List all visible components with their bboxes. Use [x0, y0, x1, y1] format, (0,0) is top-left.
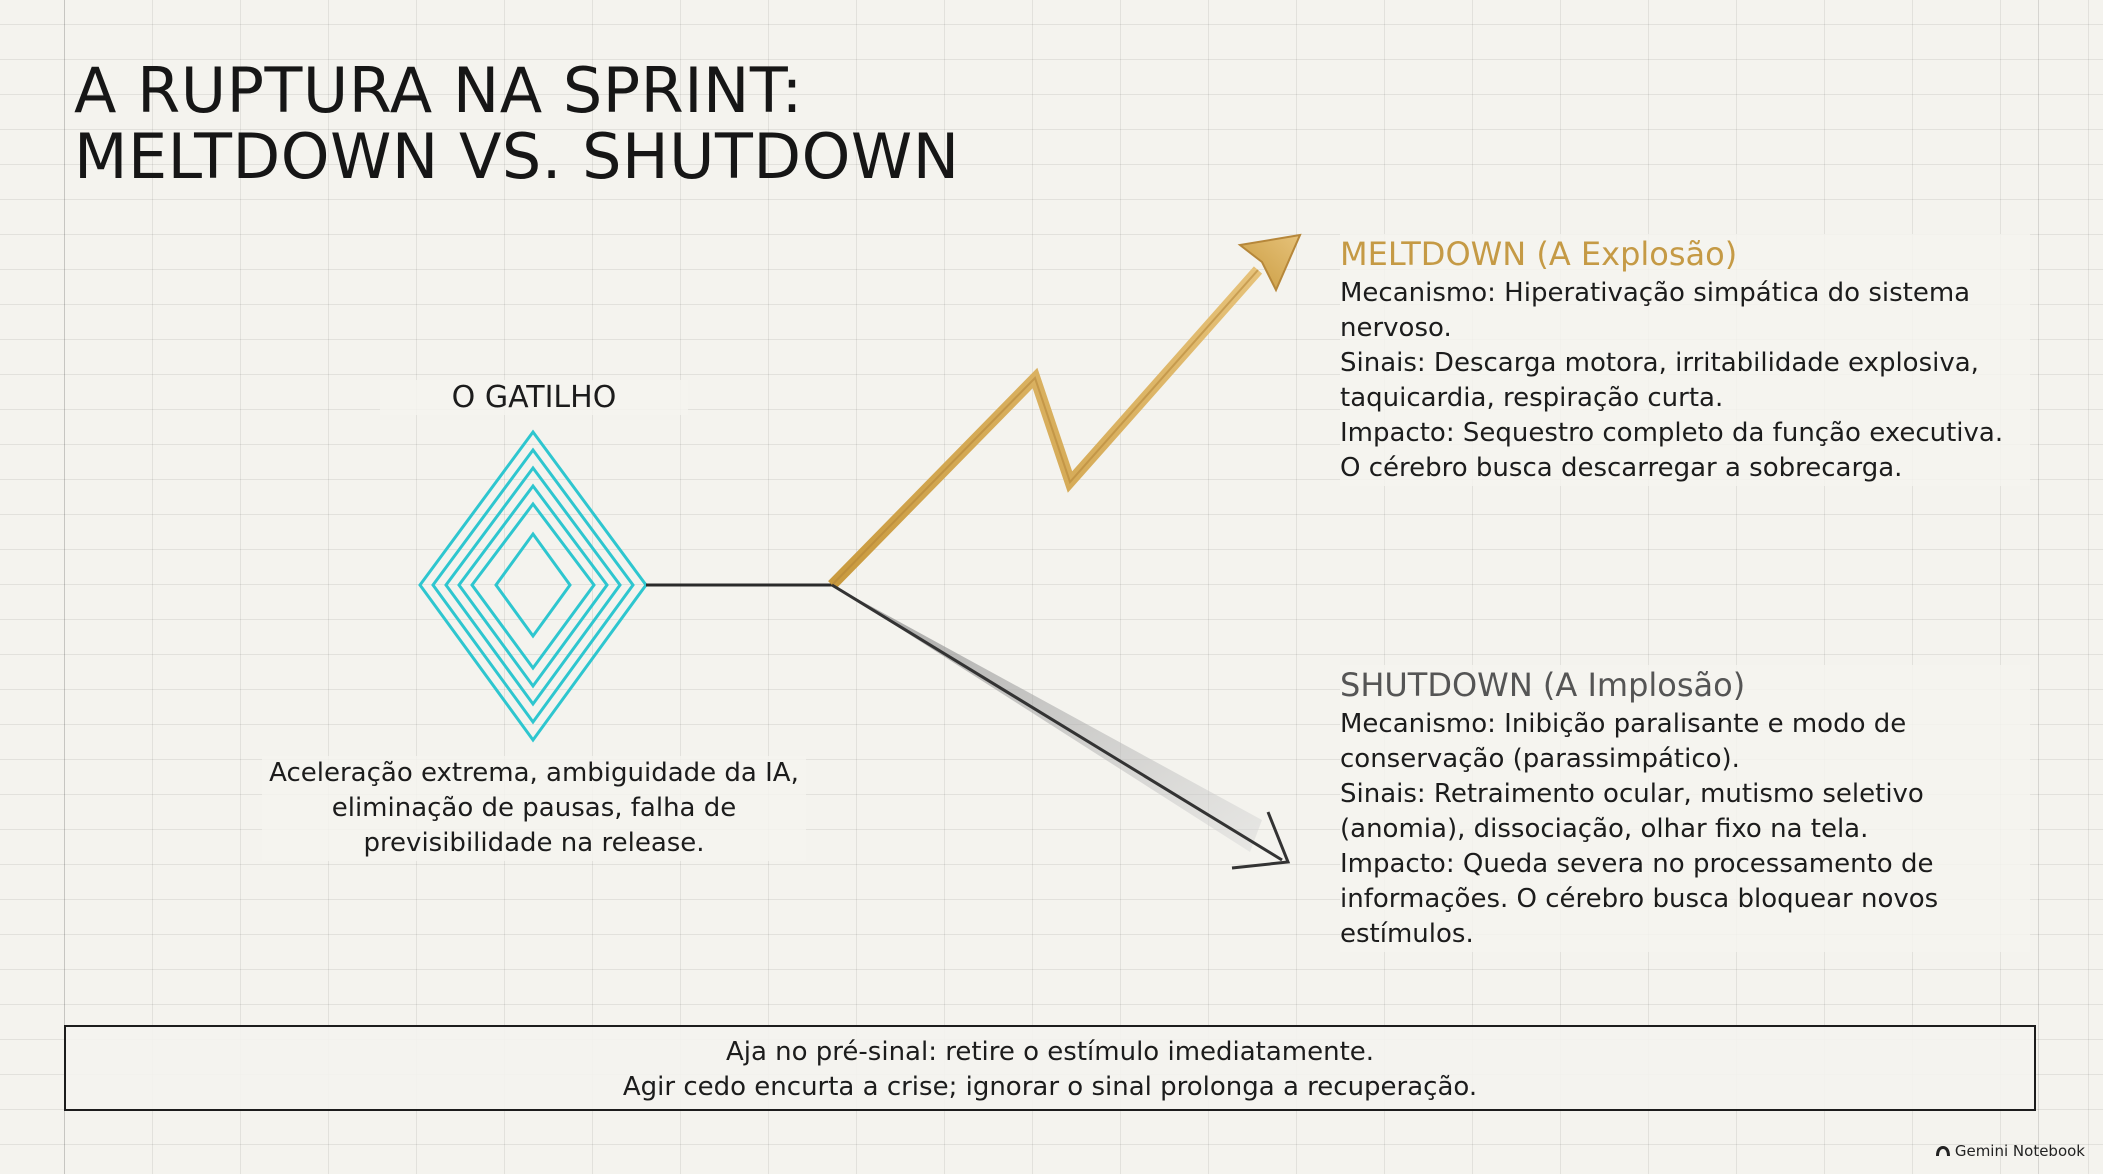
shutdown-title: SHUTDOWN (A Implosão) [1340, 666, 1746, 704]
page-title: A RUPTURA NA SPRINT: MELTDOWN VS. SHUTDO… [74, 58, 960, 190]
page-title-line-1: A RUPTURA NA SPRINT: [74, 54, 803, 127]
shutdown-arrow-icon [831, 583, 1291, 870]
gemini-logo-icon [1935, 1146, 1950, 1156]
trigger-diamond-icon [418, 429, 648, 743]
meltdown-mechanism: Mecanismo: Hiperativação simpática do si… [1340, 278, 1971, 343]
brand-label: Gemini Notebook [1954, 1142, 2085, 1160]
trigger-description: Aceleração extrema, ambiguidade da IA, e… [262, 756, 806, 861]
meltdown-impact: Impacto: Sequestro completo da função ex… [1340, 418, 2004, 483]
shutdown-signals: Sinais: Retraimento ocular, mutismo sele… [1340, 779, 1924, 844]
grid-border-left [64, 0, 65, 1174]
brand-badge: Gemini Notebook [1935, 1142, 2085, 1160]
shutdown-panel: SHUTDOWN (A Implosão) Mecanismo: Inibiçã… [1340, 665, 2030, 952]
shutdown-impact: Impacto: Queda severa no processamento d… [1340, 849, 1939, 949]
meltdown-panel: MELTDOWN (A Explosão) Mecanismo: Hiperat… [1340, 234, 2030, 486]
footer-line-1: Aja no pré-sinal: retire o estímulo imed… [725, 1037, 1375, 1067]
meltdown-arrow-icon [828, 233, 1302, 589]
page-title-line-2: MELTDOWN VS. SHUTDOWN [74, 120, 960, 193]
shutdown-mechanism: Mecanismo: Inibição paralisante e modo d… [1340, 709, 1907, 774]
footer-callout: Aja no pré-sinal: retire o estímulo imed… [64, 1025, 2036, 1111]
meltdown-signals: Sinais: Descarga motora, irritabilidade … [1340, 348, 1979, 413]
grid-border-right [2038, 0, 2039, 1174]
footer-line-2: Agir cedo encurta a crise; ignorar o sin… [622, 1072, 1478, 1102]
trigger-title: O GATILHO [380, 380, 688, 415]
meltdown-title: MELTDOWN (A Explosão) [1340, 235, 1738, 273]
